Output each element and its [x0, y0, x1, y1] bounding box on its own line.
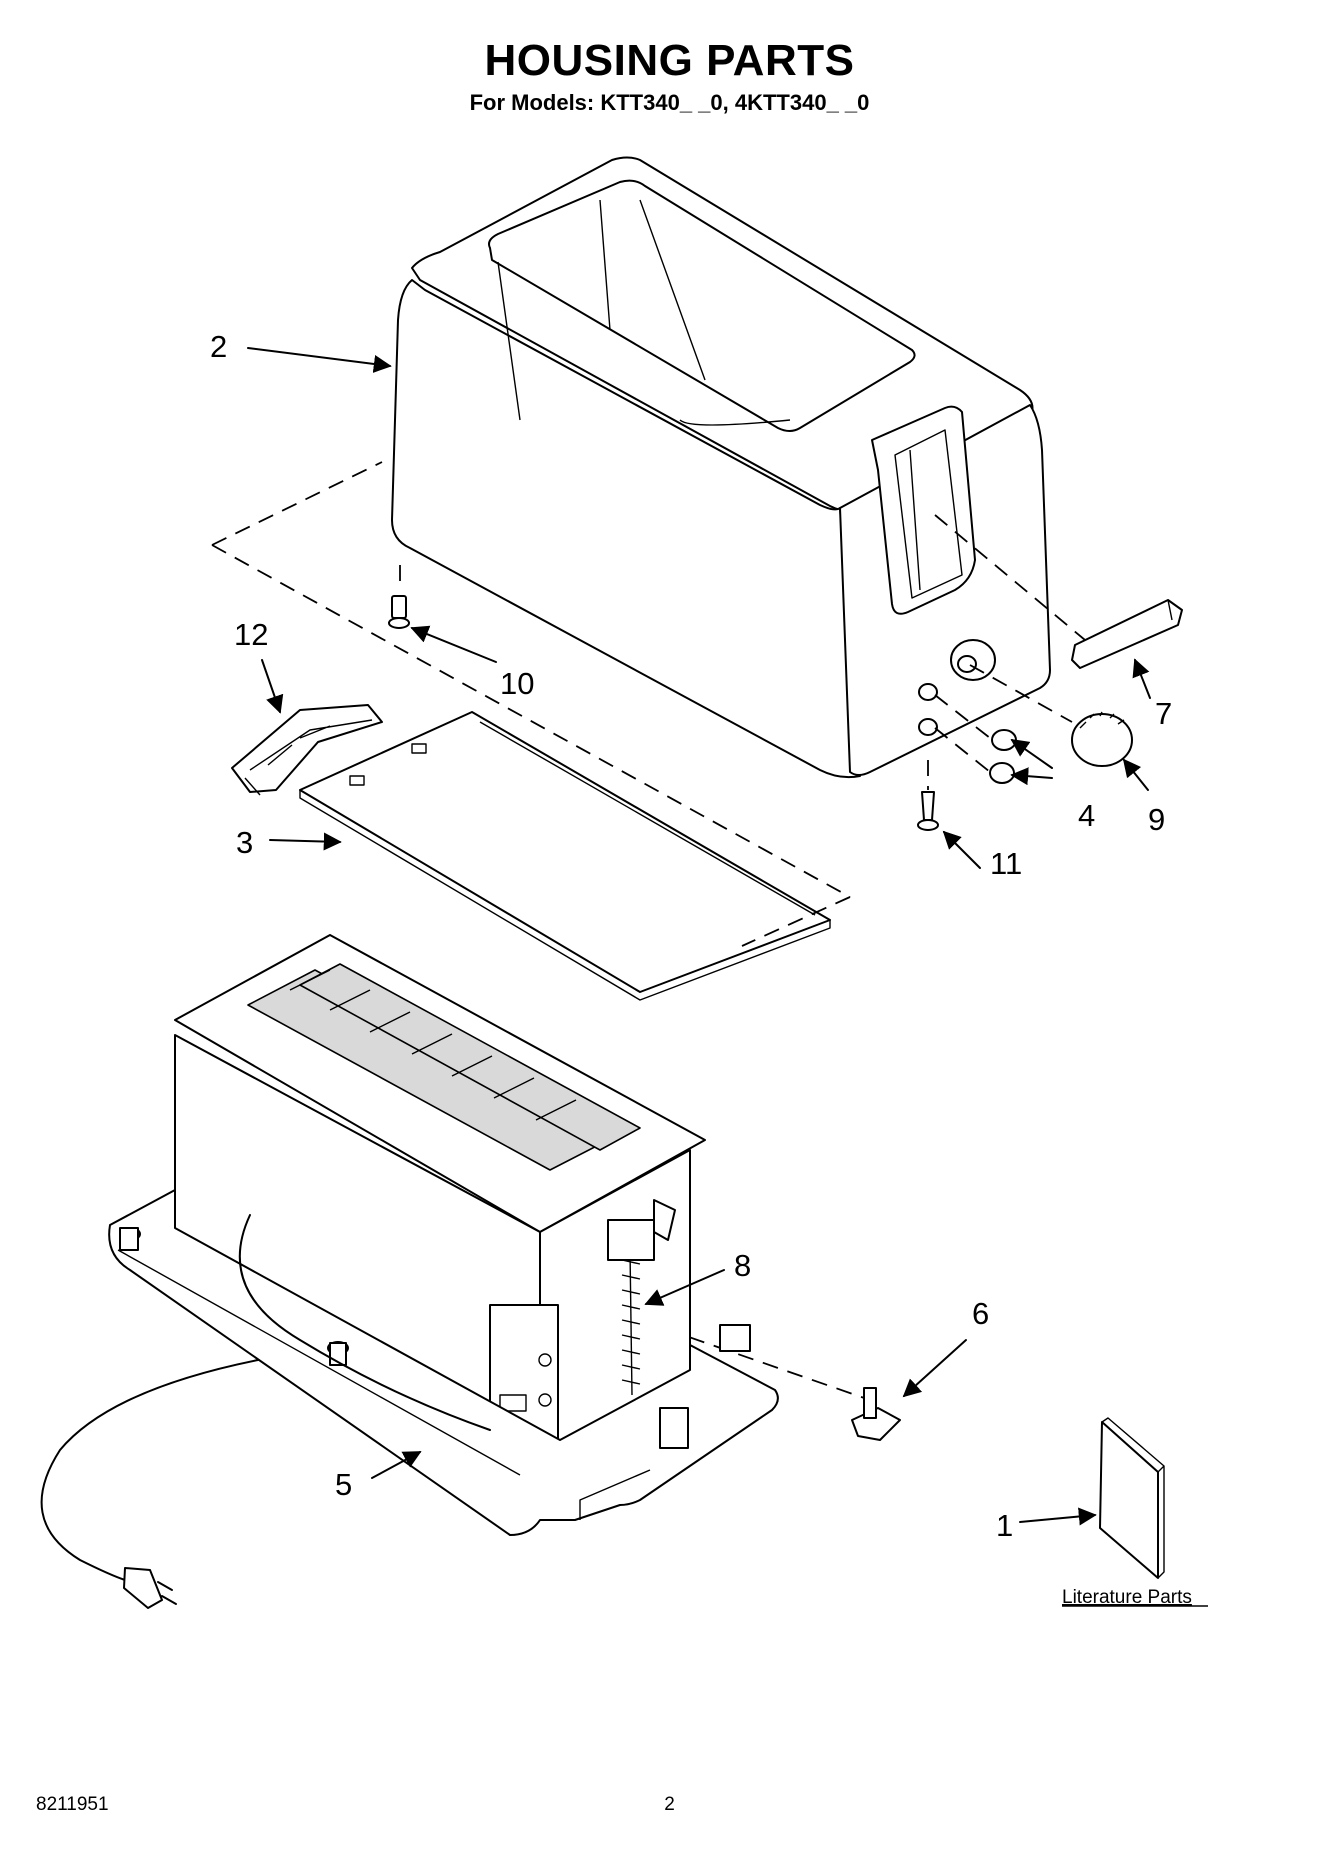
callout-10: 10	[500, 666, 534, 701]
literature-booklet	[1099, 1417, 1165, 1579]
callout-3: 3	[236, 825, 253, 860]
latch-part	[231, 704, 383, 796]
callout-1: 1	[996, 1508, 1013, 1543]
page-subtitle: For Models: KTT340_ _0, 4KTT340_ _0	[469, 90, 870, 115]
callout-6: 6	[972, 1296, 989, 1331]
callout-8: 8	[734, 1248, 751, 1283]
screw-11	[917, 791, 939, 831]
callout-9: 9	[1148, 802, 1165, 837]
callout-7: 7	[1155, 696, 1172, 731]
callout-4: 4	[1078, 798, 1095, 833]
page-number: 2	[664, 1794, 675, 1815]
callout-11: 11	[990, 846, 1022, 881]
literature-parts-label: Literature Parts	[1062, 1587, 1192, 1608]
button-4b	[989, 762, 1015, 784]
lever-handle	[1071, 599, 1183, 669]
screw-10	[388, 595, 410, 629]
crumb-tray	[299, 711, 831, 1001]
base-tray	[40, 1189, 901, 1609]
housing-shell	[391, 156, 1051, 779]
control-knob	[1071, 711, 1133, 767]
callout-2: 2	[210, 329, 227, 364]
document-number: 8211951	[36, 1794, 109, 1815]
callout-12: 12	[234, 617, 268, 652]
page-title: HOUSING PARTS	[484, 36, 855, 85]
callout-arrows	[247, 347, 1151, 1526]
chassis-assembly	[174, 934, 706, 1486]
callout-5: 5	[335, 1467, 352, 1502]
